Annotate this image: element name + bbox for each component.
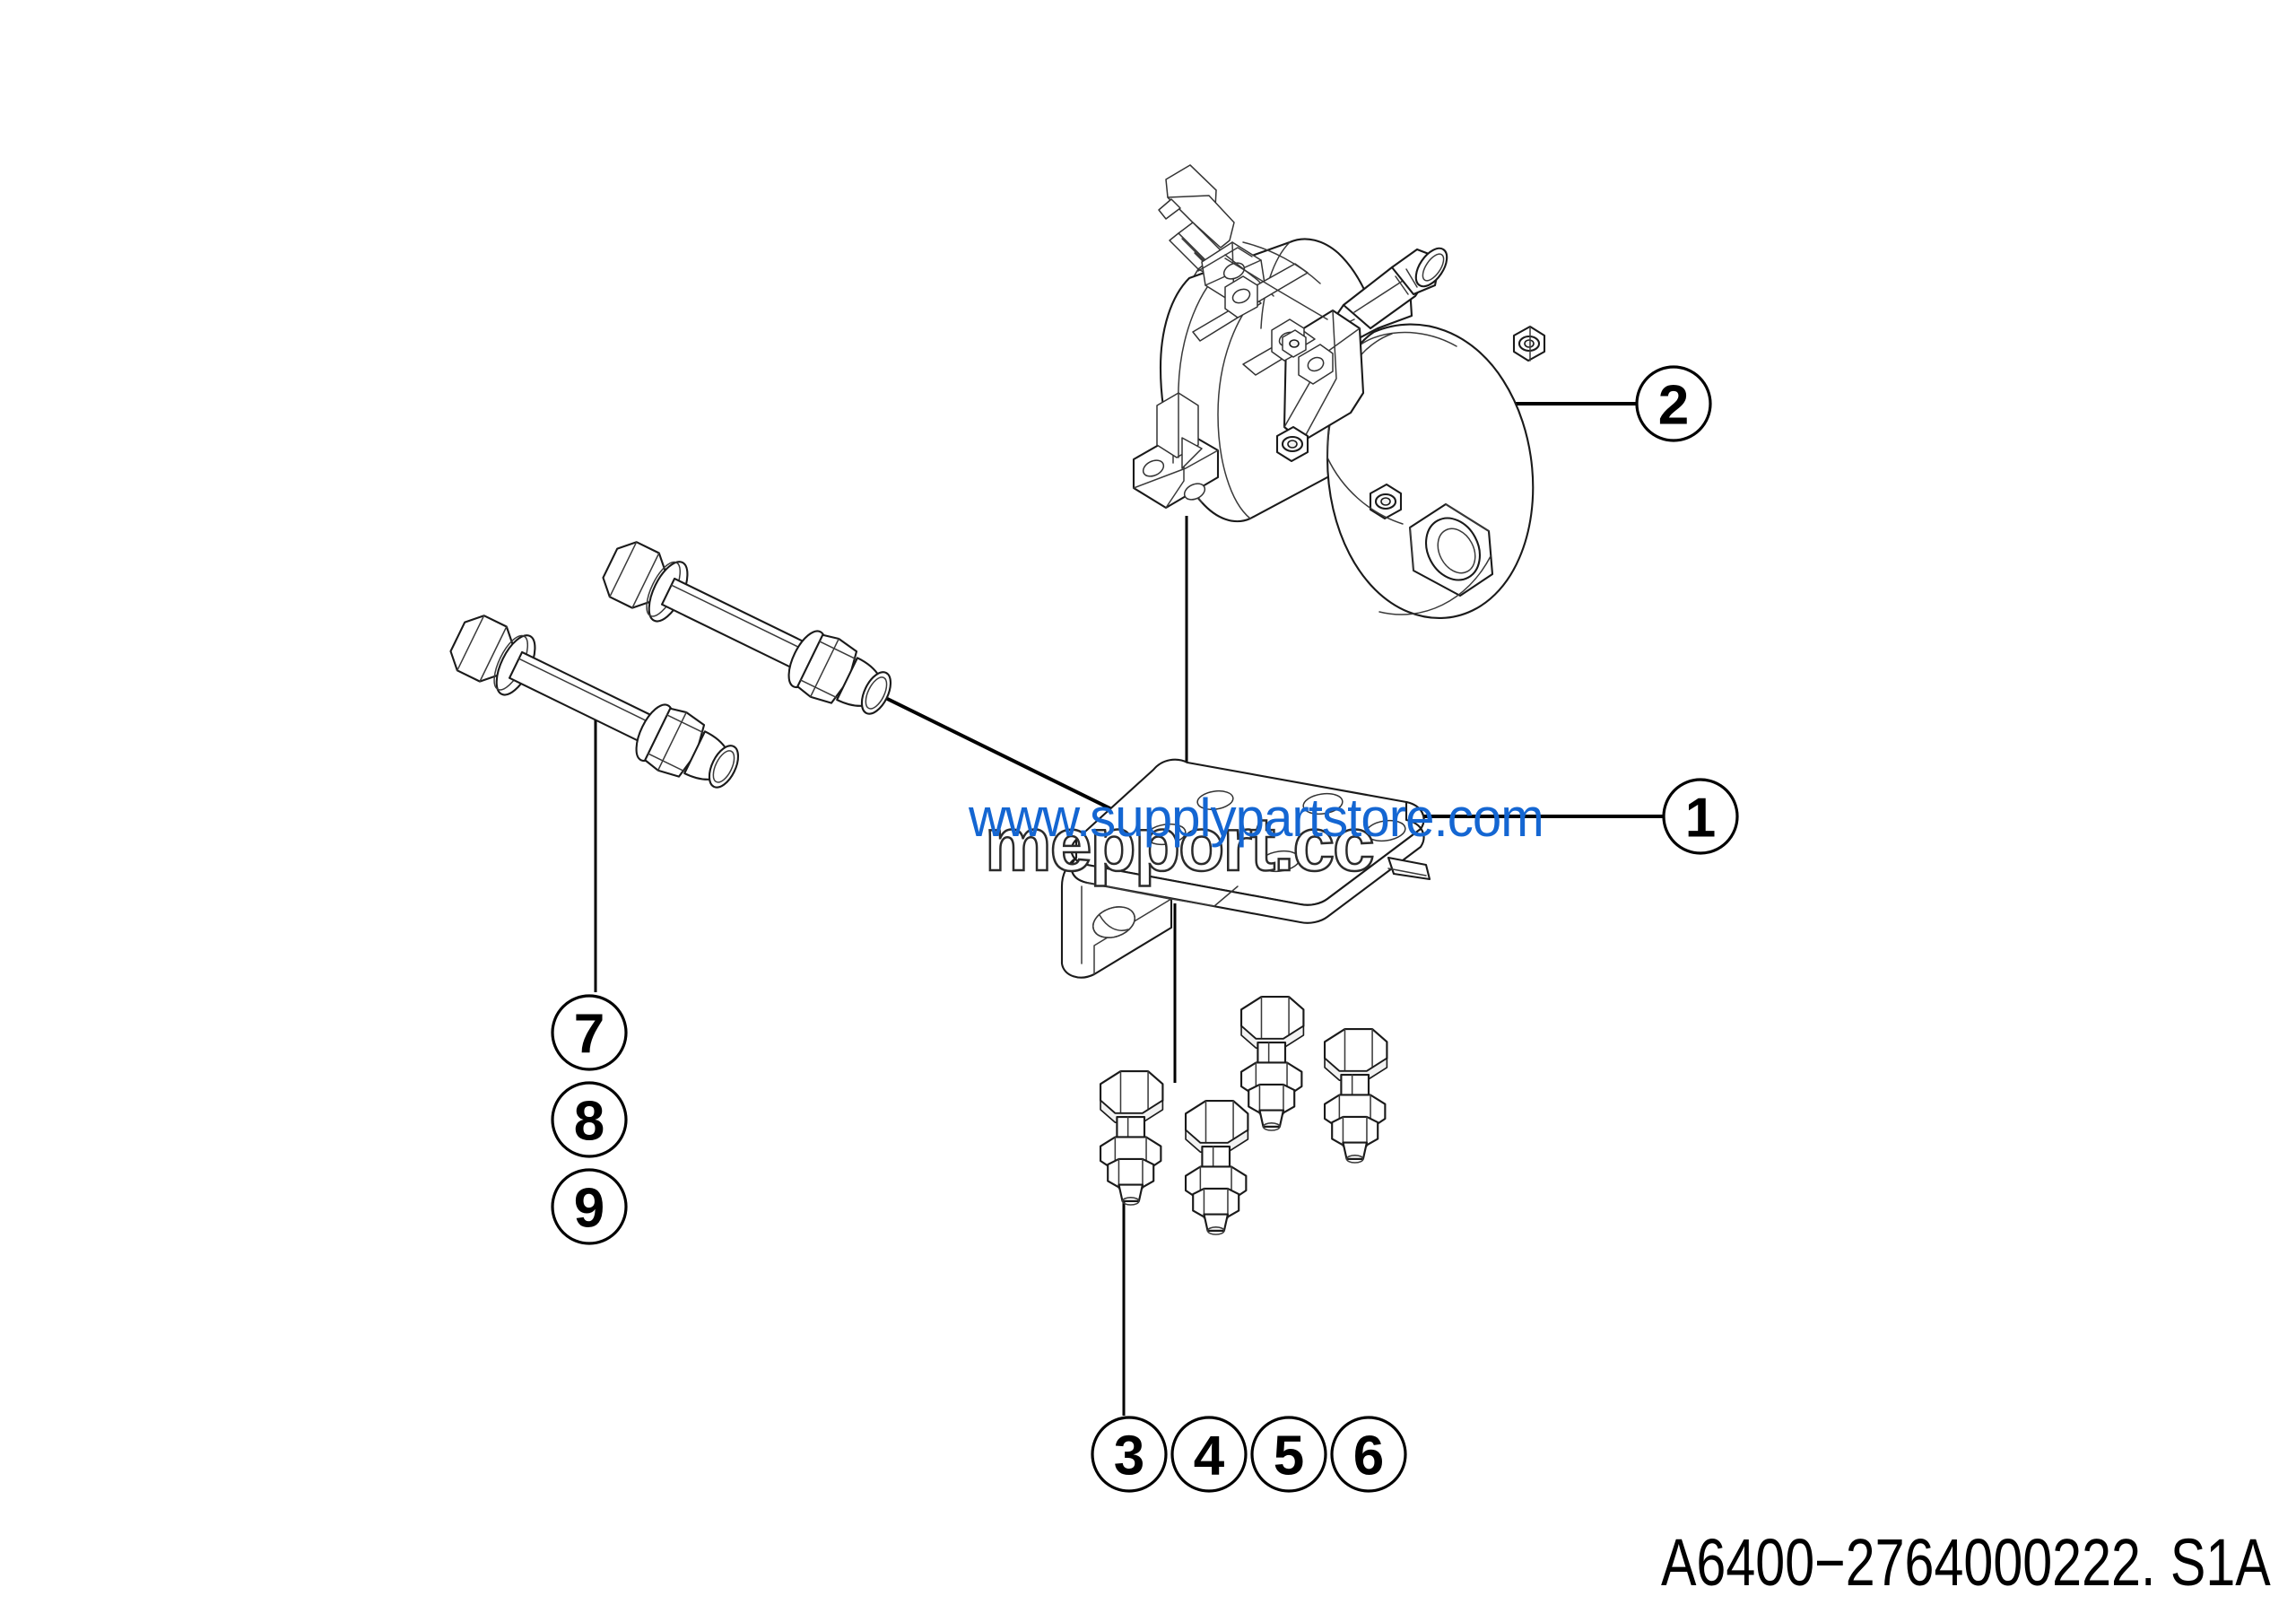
callout-7[interactable]: 7 (551, 994, 628, 1071)
callout-2[interactable]: 2 (1635, 365, 1712, 442)
part-mounting-bracket (1060, 758, 1431, 979)
part-hex-bolt-a (1099, 1069, 1164, 1206)
part-hex-bolt-b (1184, 1099, 1249, 1235)
callout-1[interactable]: 1 (1662, 778, 1739, 855)
callout-8[interactable]: 8 (551, 1081, 628, 1158)
pump-clamp-bar (1224, 241, 1328, 320)
bracket-hole-5 (1196, 789, 1234, 811)
callout-9-label: 9 (574, 1178, 604, 1240)
bracket-hole-3 (1259, 850, 1300, 873)
part-hex-bolt-d (1323, 1027, 1388, 1164)
part-hex-bolt-c (1239, 995, 1305, 1131)
callout-4-label: 4 (1194, 1426, 1225, 1487)
callout-9[interactable]: 9 (551, 1168, 628, 1245)
callout-5[interactable]: 5 (1250, 1416, 1327, 1493)
bracket-hole-2 (1365, 819, 1406, 842)
callout-4[interactable]: 4 (1170, 1416, 1248, 1493)
callout-6-label: 6 (1353, 1426, 1384, 1487)
bracket-hole-4 (1145, 823, 1187, 846)
callout-5-label: 5 (1274, 1426, 1304, 1487)
part-long-stud-lower (449, 615, 740, 789)
pump-fastener-screws (1275, 325, 1546, 520)
part-long-stud-upper (602, 541, 892, 715)
callout-7-label: 7 (574, 1004, 604, 1066)
bracket-hole-1 (1302, 792, 1344, 815)
callout-6[interactable]: 6 (1330, 1416, 1407, 1493)
part-number-label: A6400−2764000222. S1A (1661, 1525, 2271, 1600)
pump-mount-foot (1132, 392, 1220, 510)
callout-8-label: 8 (574, 1091, 604, 1153)
callout-1-label: 1 (1685, 788, 1716, 850)
callout-bubbles: 1 2 3 4 5 6 7 (551, 365, 1739, 1493)
pump-volute-housing (1326, 247, 1535, 619)
callout-2-label: 2 (1658, 375, 1689, 437)
callout-3[interactable]: 3 (1091, 1416, 1168, 1493)
callout-3-label: 3 (1114, 1426, 1144, 1487)
bracket-right-tab (1387, 856, 1431, 881)
part-electric-water-pump (1132, 164, 1546, 619)
